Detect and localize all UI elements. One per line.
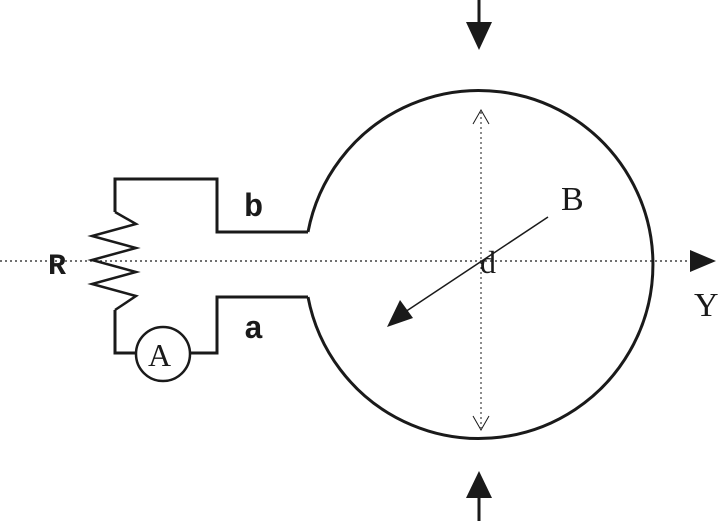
resistor-zigzag bbox=[87, 210, 141, 312]
wire-b-label: b bbox=[244, 189, 263, 226]
bottom-force-arrow-icon bbox=[466, 471, 492, 498]
lead-wire-ammeter-left bbox=[113, 310, 136, 355]
ammeter-label: A bbox=[148, 337, 171, 373]
diameter-top-arrowhead bbox=[472, 108, 490, 125]
field-label: B bbox=[561, 181, 584, 218]
field-arrow-icon bbox=[387, 300, 413, 327]
field-arrow-shaft bbox=[404, 216, 549, 313]
top-force-arrow-icon bbox=[466, 22, 492, 50]
circular-loop bbox=[306, 89, 655, 440]
lead-wire-b bbox=[113, 177, 308, 234]
diameter-label: d bbox=[480, 244, 496, 280]
lead-wire-a bbox=[190, 295, 308, 355]
axis-label: Y bbox=[694, 287, 719, 324]
diameter-bottom-arrowhead bbox=[472, 415, 490, 432]
resistor-label: R bbox=[48, 250, 66, 284]
ammeter-circle bbox=[134, 325, 192, 383]
wire-a-label: a bbox=[244, 311, 263, 348]
axis-arrow-icon bbox=[690, 250, 716, 272]
